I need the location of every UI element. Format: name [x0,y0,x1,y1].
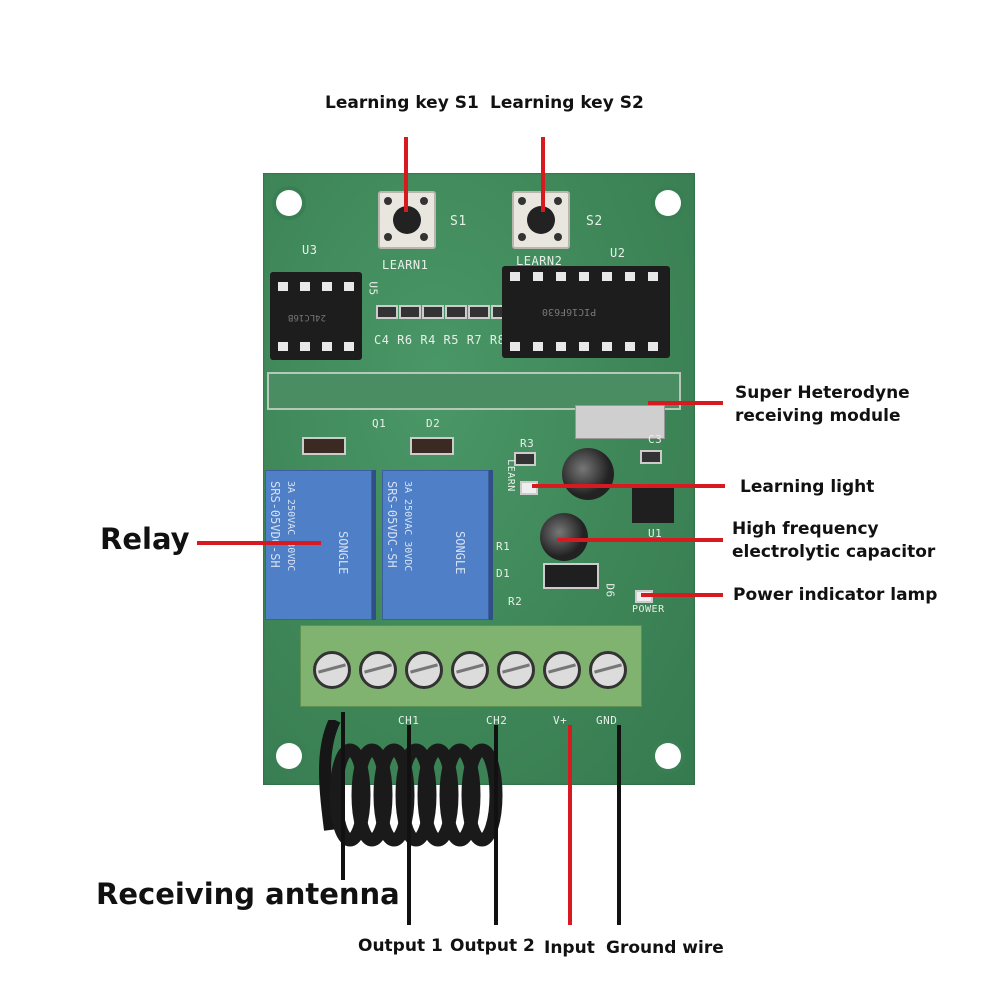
high-frequency-electrolytic-capacitor [540,513,588,561]
capacitor-c3 [640,450,662,464]
silk-d2: D2 [426,417,441,430]
pointer-line-capacitor [557,538,723,542]
silk-d1: D1 [496,567,511,580]
silk-q1: Q1 [372,417,387,430]
diode [302,437,346,455]
silk-ch2: CH2 [486,714,508,727]
relay-1: 3A 250VAC 30VDC SRS-05VDC-SH SONGLE [265,470,372,620]
relay-brand: SONGLE [453,531,467,575]
silk-resistor-labels: C4 R6 R4 R5 R7 R8 [374,333,506,347]
label-learning-key-s1: Learning key S1 [325,93,479,113]
silk-learn1: LEARN1 [382,258,429,272]
pointer-line-input [568,725,572,925]
relay-model: SRS-05VDC-SH [268,481,282,568]
electrolytic-capacitor [562,448,614,500]
silk-r2: R2 [508,595,523,608]
label-output1: Output 1 [358,936,443,956]
silk-r3: R3 [520,437,535,450]
smd-component [422,305,444,319]
label-input: Input [544,938,595,958]
label-super-heterodyne-2: receiving module [735,406,901,426]
pointer-line-output1 [407,725,411,925]
mcu-chip-u2: PIC16F630 [502,266,670,358]
label-capacitor-1: High frequency [732,519,879,539]
pointer-line-ground [617,725,621,925]
terminal-screw[interactable] [497,651,535,689]
pointer-line-module [648,401,723,405]
pointer-line-relay [197,541,321,545]
silk-gnd: GND [596,714,618,727]
screw-terminal-block [300,625,642,707]
smd-component [468,305,490,319]
label-output2: Output 2 [450,936,535,956]
mount-hole [655,743,681,769]
diode [410,437,454,455]
terminal-screw[interactable] [359,651,397,689]
silk-power: POWER [632,604,665,615]
smd-component [376,305,398,319]
terminal-screw[interactable] [313,651,351,689]
silk-u1: U1 [648,527,663,540]
silk-learn2: LEARN2 [516,254,563,268]
mcu-marking: PIC16F630 [542,306,597,317]
crystal-oscillator [575,405,665,439]
terminal-screw[interactable] [589,651,627,689]
mount-hole [276,190,302,216]
eeprom-marking: 24LC16B [288,312,326,322]
pointer-line-learning-light [532,484,725,488]
silk-c3: C3 [648,433,663,446]
relay-2: 3A 250VAC 30VDC SRS-05VDC-SH SONGLE [382,470,489,620]
silk-u2: U2 [610,246,626,260]
label-ground-wire: Ground wire [606,938,724,958]
silk-u3: U3 [302,243,318,257]
silk-s1: S1 [450,214,467,229]
silk-vplus: V+ [553,714,568,727]
relay-rating: 3A 250VAC 30VDC [285,481,296,572]
pointer-line-antenna [341,712,345,880]
label-learning-key-s2: Learning key S2 [490,93,644,113]
terminal-screw[interactable] [451,651,489,689]
silk-learn: LEARN [504,459,516,492]
super-heterodyne-module [267,372,681,410]
silk-d6: D6 [603,583,617,598]
pointer-line-s1 [404,137,408,212]
relay-brand: SONGLE [336,531,350,575]
mount-hole [655,190,681,216]
pointer-line-output2 [494,725,498,925]
label-receiving-antenna: Receiving antenna [96,877,400,911]
label-capacitor-2: electrolytic capacitor [732,542,936,562]
pointer-line-power-lamp [641,593,723,597]
rectifier [543,563,599,589]
label-power-indicator: Power indicator lamp [733,585,938,605]
silk-s2: S2 [586,214,603,229]
smd-component [399,305,421,319]
label-relay: Relay [100,522,190,556]
terminal-screw[interactable] [543,651,581,689]
relay-model: SRS-05VDC-SH [385,481,399,568]
terminal-screw[interactable] [405,651,443,689]
eeprom-chip-u3: 24LC16B [270,272,362,360]
silk-ch1: CH1 [398,714,420,727]
resistor-r3 [514,452,536,466]
label-super-heterodyne-1: Super Heterodyne [735,383,910,403]
silk-r1: R1 [496,540,511,553]
pointer-line-s2 [541,137,545,212]
smd-component [445,305,467,319]
voltage-regulator-u1 [632,485,674,523]
relay-rating: 3A 250VAC 30VDC [402,481,413,572]
mount-hole [276,743,302,769]
label-learning-light: Learning light [740,477,875,497]
learning-key-s1-button[interactable] [378,191,436,249]
silk-u5: U5 [366,281,380,296]
